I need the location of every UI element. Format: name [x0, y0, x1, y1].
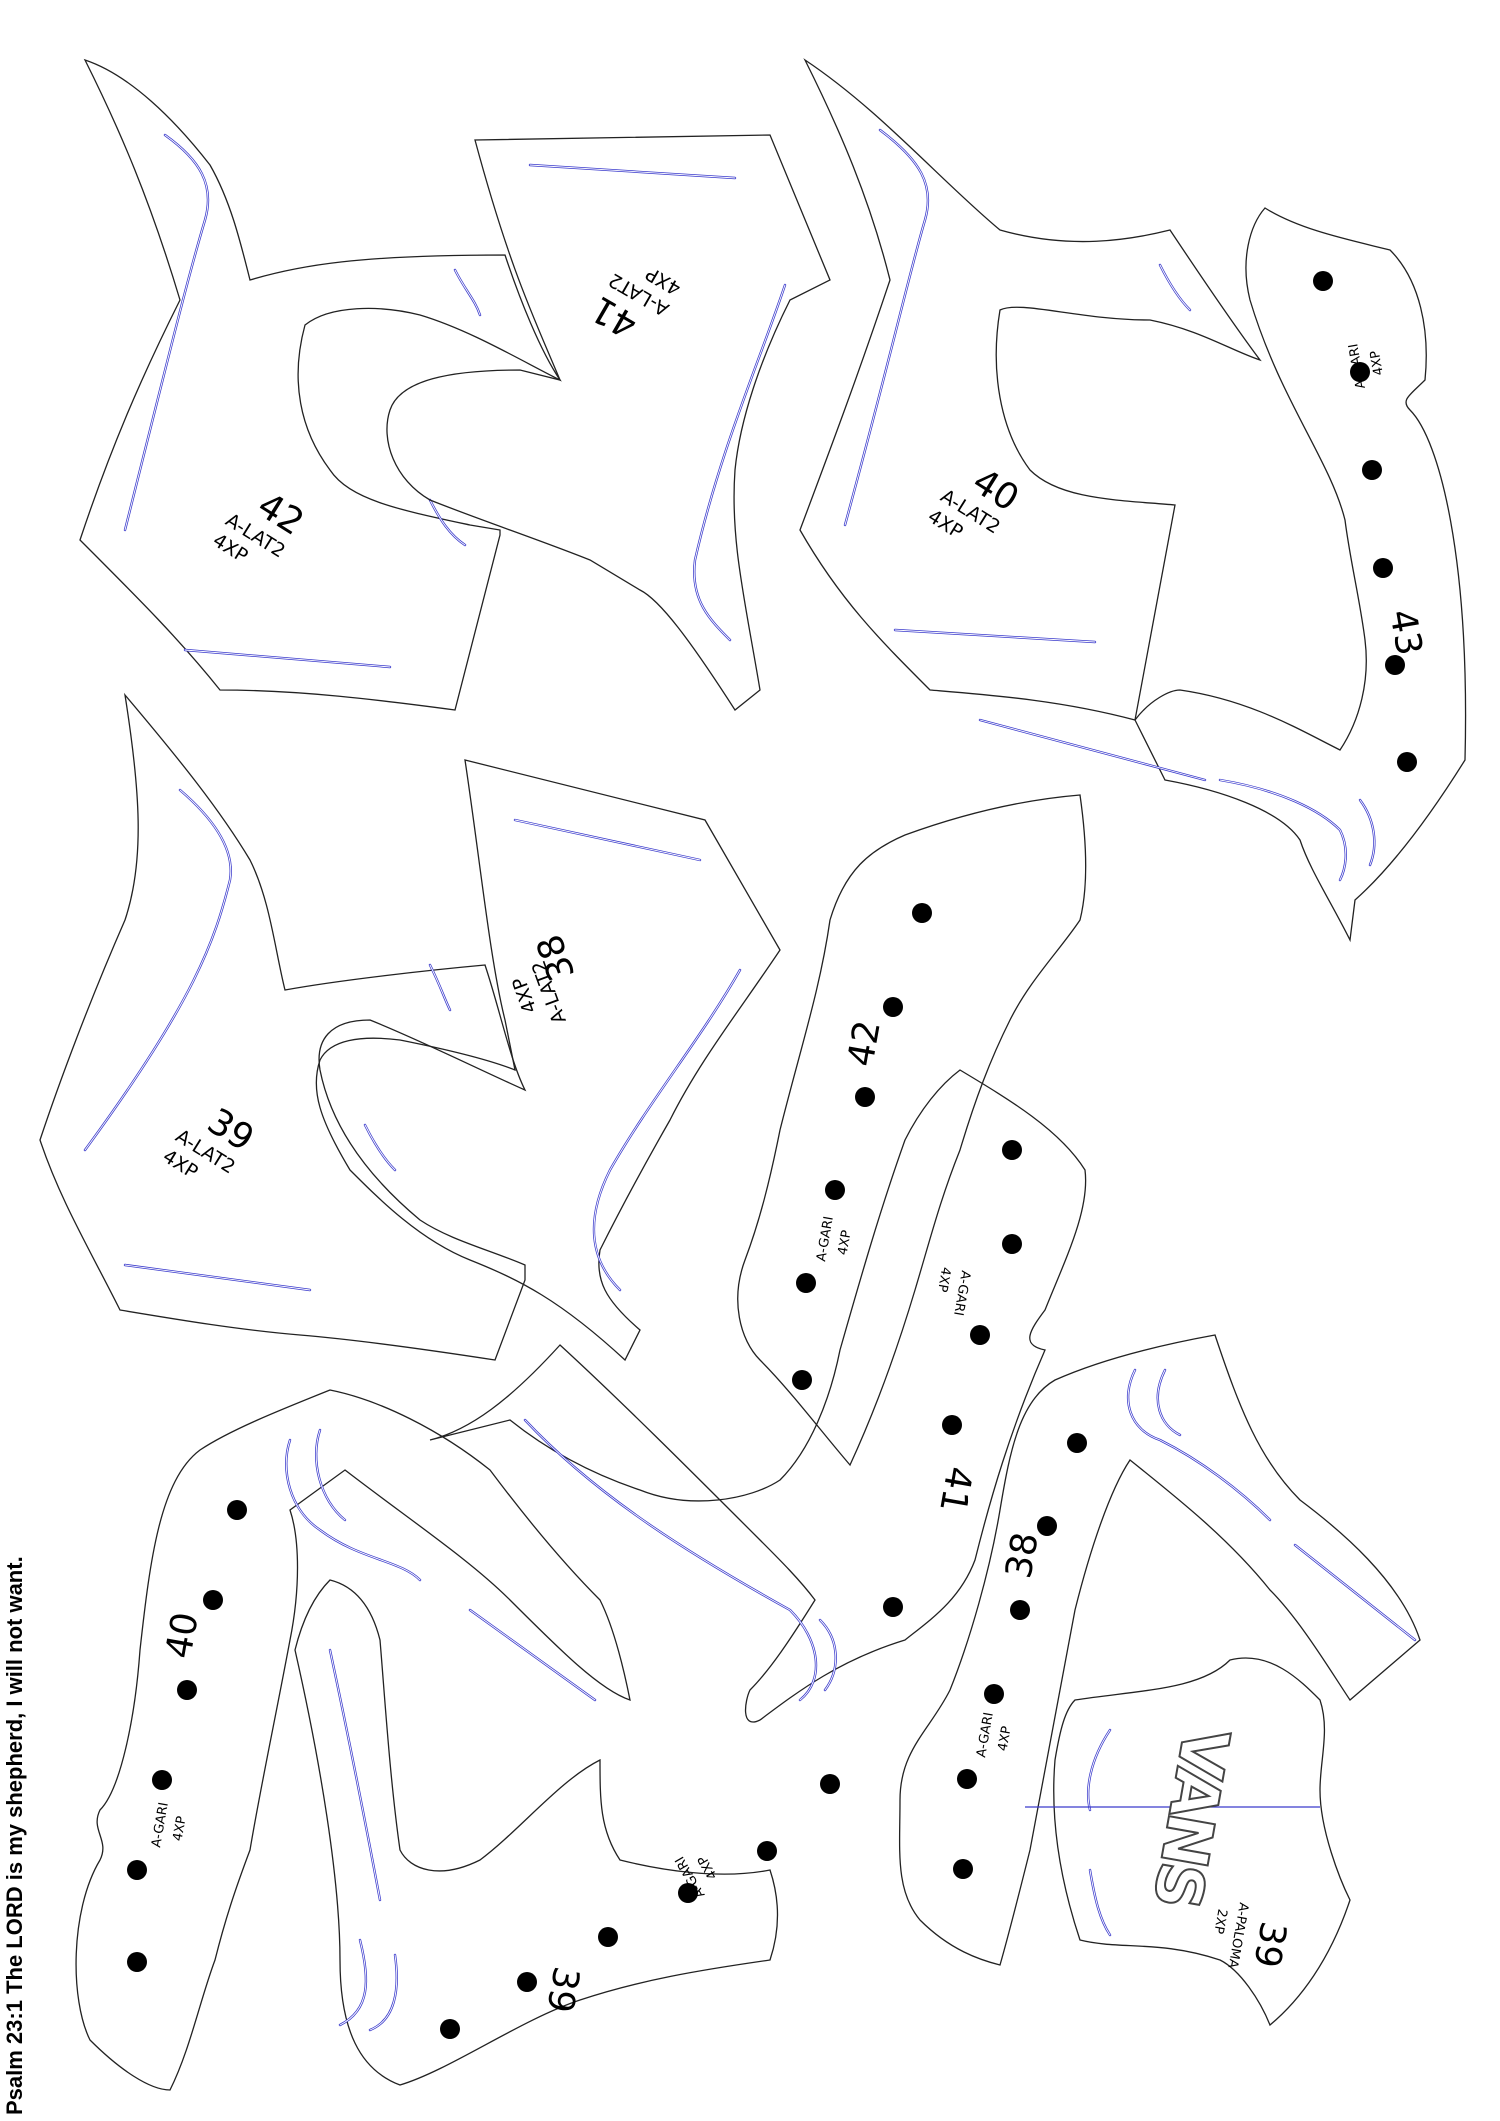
punch-hole [942, 1415, 962, 1435]
punch-hole [1067, 1433, 1087, 1453]
punch-hole [127, 1860, 147, 1880]
piece-qty-label: 4XP [171, 1815, 190, 1842]
piece-qty-label: 4XP [1368, 349, 1387, 376]
punch-hole [912, 903, 932, 923]
verse-text: Psalm 23:1 The LORD is my shepherd, I wi… [2, 1556, 27, 2115]
punch-hole [825, 1180, 845, 1200]
punch-hole [127, 1952, 147, 1972]
piece-size-label: 39 [1245, 1918, 1293, 1970]
punch-hole [1397, 752, 1417, 772]
punch-hole [792, 1370, 812, 1390]
piece-lat2-42: 42 A-LAT2 4XP [79, 58, 562, 711]
piece-model-label: A-GARI [149, 1801, 172, 1849]
vans-logo: VANS [1138, 1722, 1242, 1911]
punch-hole [517, 1972, 537, 1992]
punch-hole [883, 1597, 903, 1617]
punch-hole [1010, 1600, 1030, 1620]
punch-hole [855, 1087, 875, 1107]
punch-hole [1002, 1234, 1022, 1254]
piece-gari-42: 42 A-GARI 4XP [737, 794, 1087, 1467]
punch-hole [203, 1590, 223, 1610]
punch-hole [598, 1927, 618, 1947]
piece-gari-43: A-GARI 4XP 43 [978, 207, 1467, 943]
piece-size-label: 39 [538, 1963, 586, 2015]
piece-size-label: 42 [840, 1017, 888, 1069]
piece-qty-label: 4XP [934, 1266, 953, 1293]
piece-size-label: 43 [1381, 606, 1429, 658]
punch-hole [970, 1325, 990, 1345]
punch-hole [227, 1500, 247, 1520]
piece-lat2-38: 38 A-LAT2 4XP [315, 759, 781, 1362]
piece-lat2-39: 39 A-LAT2 4XP [39, 692, 527, 1361]
piece-size-label: 41 [931, 1463, 979, 1515]
piece-qty-label: 4XP [996, 1725, 1015, 1752]
punch-hole [1037, 1516, 1057, 1536]
punch-hole [1350, 362, 1370, 382]
piece-qty-label: 4XP [836, 1229, 855, 1256]
punch-hole [984, 1684, 1004, 1704]
punch-hole [152, 1770, 172, 1790]
punch-hole [1002, 1140, 1022, 1160]
punch-hole [440, 2019, 460, 2039]
punch-hole [1373, 558, 1393, 578]
punch-hole [177, 1680, 197, 1700]
punch-hole [1362, 460, 1382, 480]
piece-lat2-41: 41 A-LAT2 4XP [386, 134, 831, 711]
punch-hole [1385, 655, 1405, 675]
piece-model-label: A-GARI [974, 1711, 997, 1759]
piece-size-label: 40 [158, 1609, 206, 1661]
punch-hole [957, 1769, 977, 1789]
punch-hole [883, 997, 903, 1017]
piece-model-label: A-GARI [950, 1269, 973, 1317]
punch-hole [796, 1273, 816, 1293]
piece-size-label: 38 [998, 1529, 1046, 1581]
punch-hole [757, 1841, 777, 1861]
piece-gari-40: 40 A-GARI 4XP [75, 1389, 631, 2091]
piece-model-label: A-GARI [814, 1215, 837, 1263]
punch-hole [1313, 271, 1333, 291]
punch-hole [678, 1883, 698, 1903]
piece-paloma-39: VANS 39 A-PALOMA 2XP [1025, 1657, 1351, 2027]
punch-hole [820, 1774, 840, 1794]
piece-lat2-40: 40 A-LAT2 4XP [799, 58, 1262, 721]
punch-hole [953, 1859, 973, 1879]
piece-qty-label: 2XP [1210, 1908, 1229, 1935]
piece-gari-41: A-GARI 4XP 41 [429, 1069, 1087, 1723]
